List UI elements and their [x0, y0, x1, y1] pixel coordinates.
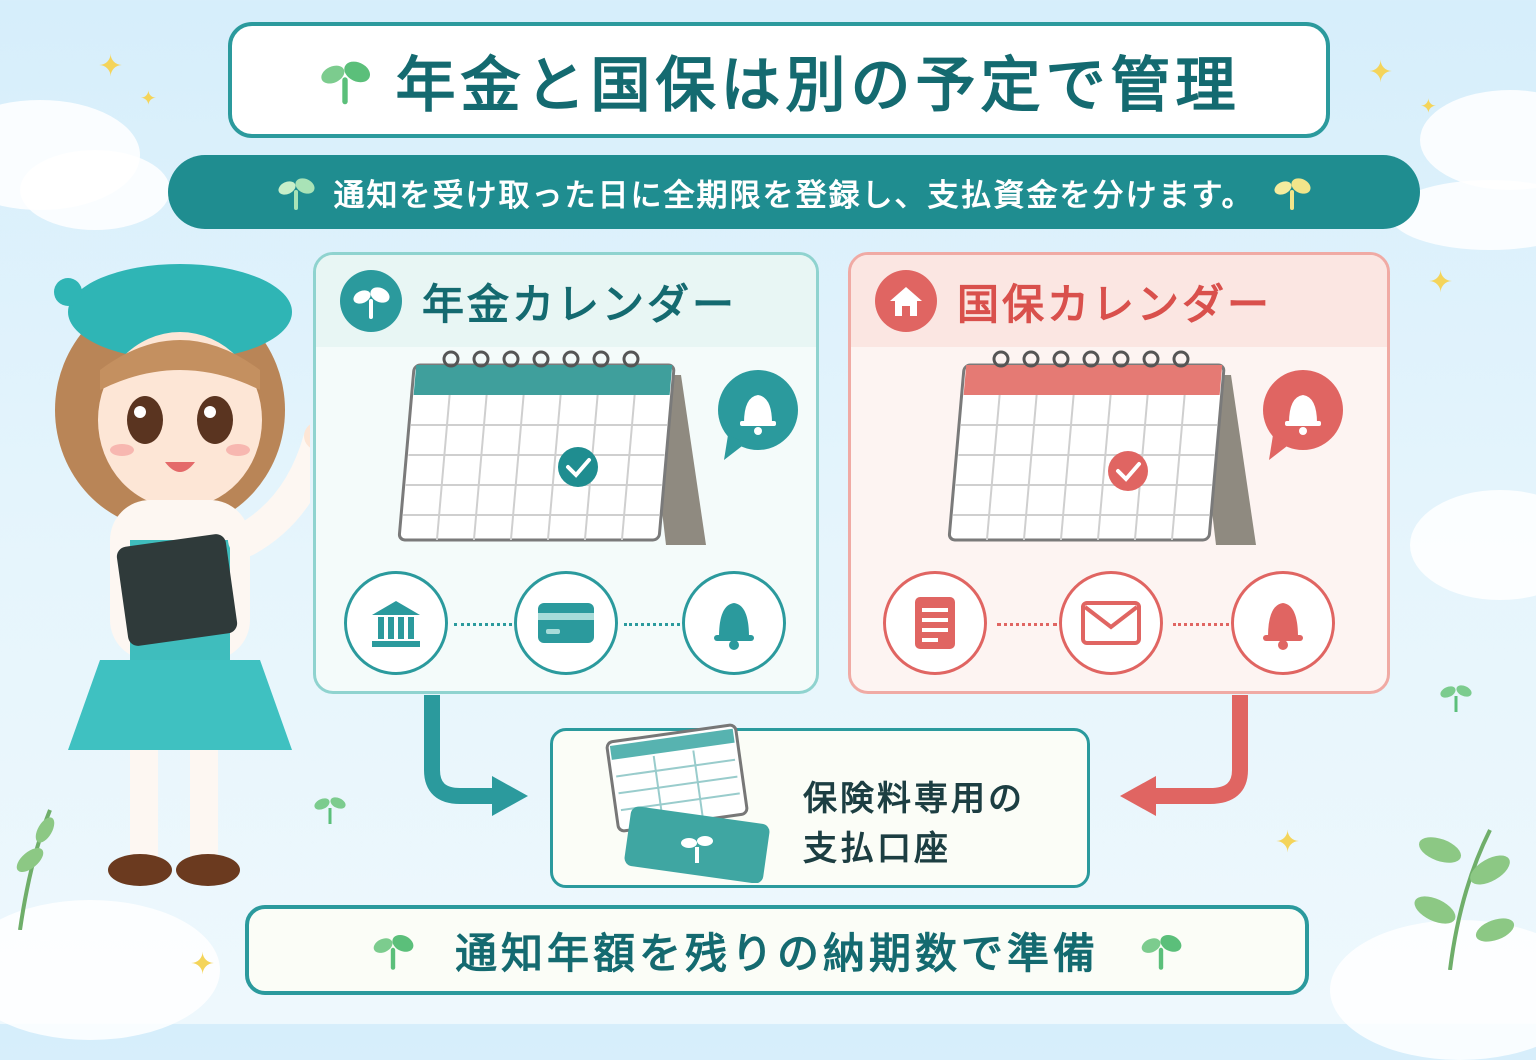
sparkle-icon: ✦	[1368, 55, 1394, 90]
bell-icon-circle	[682, 571, 786, 675]
house-icon	[875, 270, 937, 332]
bottom-banner: 通知年額を残りの納期数で準備	[245, 905, 1309, 995]
account-label-line2: 支払口座	[803, 829, 951, 869]
sprout-icon	[1440, 685, 1472, 712]
sprout-icon	[320, 61, 370, 105]
bottom-message: 通知年額を残りの納期数で準備	[454, 928, 1099, 978]
insurance-panel-title: 国保カレンダー	[957, 279, 1273, 329]
bank-icon	[372, 601, 420, 647]
pension-arrow-icon	[424, 695, 528, 816]
sparkle-icon: ✦	[1275, 825, 1301, 860]
mail-icon-circle	[1059, 571, 1163, 675]
girl-character-illustration	[54, 264, 310, 886]
cloud	[20, 150, 170, 230]
sprout-icon	[314, 797, 346, 824]
sparkle-icon: ✦	[140, 86, 157, 110]
card-icon	[538, 603, 594, 643]
insurance-calendar-illustration	[947, 350, 1256, 545]
leaf-decoration-icon	[16, 809, 55, 930]
connector-dots	[454, 623, 512, 626]
bell-notification-bubble	[718, 370, 798, 460]
bell-icon	[714, 603, 754, 650]
mail-icon	[1081, 601, 1141, 645]
title-banner: 年金と国保は別の予定で管理	[228, 22, 1330, 138]
subtitle: 通知を受け取った日に全期限を登録し、支払資金を分けます。	[333, 177, 1255, 214]
page-title: 年金と国保は別の予定で管理	[395, 50, 1241, 121]
bank-icon-circle	[344, 571, 448, 675]
connector-dots	[997, 623, 1057, 626]
cloud	[0, 900, 220, 1040]
sparkle-icon: ✦	[1428, 265, 1454, 300]
bell-icon	[1263, 603, 1303, 650]
sparkle-icon: ✦	[190, 947, 216, 982]
pension-panel-header: 年金カレンダー	[316, 255, 816, 347]
account-label-line1: 保険料専用の	[803, 779, 1025, 819]
sprout-icon	[278, 178, 315, 210]
cloud	[1410, 490, 1536, 600]
pension-calendar-panel: 年金カレンダー	[313, 252, 819, 694]
insurance-calendar-panel: 国保カレンダー	[848, 252, 1390, 694]
sprout-icon	[373, 935, 414, 970]
cloud	[1420, 90, 1536, 190]
bell-icon-circle	[1231, 571, 1335, 675]
leaf-decoration-icon	[1414, 829, 1515, 970]
document-icon	[915, 597, 955, 649]
connector-dots	[1173, 623, 1229, 626]
sprout-icon	[340, 270, 402, 332]
sprout-icon	[1141, 935, 1182, 970]
sparkle-icon: ✦	[1420, 94, 1437, 118]
sprout-icon	[1274, 178, 1311, 210]
pension-panel-title: 年金カレンダー	[422, 279, 738, 329]
insurance-panel-header: 国保カレンダー	[851, 255, 1387, 347]
subtitle-banner: 通知を受け取った日に全期限を登録し、支払資金を分けます。	[168, 155, 1420, 229]
insurance-arrow-icon	[1120, 695, 1248, 816]
connector-dots	[624, 623, 680, 626]
payment-account-box: 保険料専用の 支払口座	[550, 723, 1090, 888]
card-icon-circle	[514, 571, 618, 675]
passbook-illustration	[605, 723, 770, 883]
document-icon-circle	[883, 571, 987, 675]
sparkle-icon: ✦	[98, 49, 124, 84]
pension-calendar-illustration	[397, 350, 706, 545]
bell-notification-bubble	[1263, 370, 1343, 460]
